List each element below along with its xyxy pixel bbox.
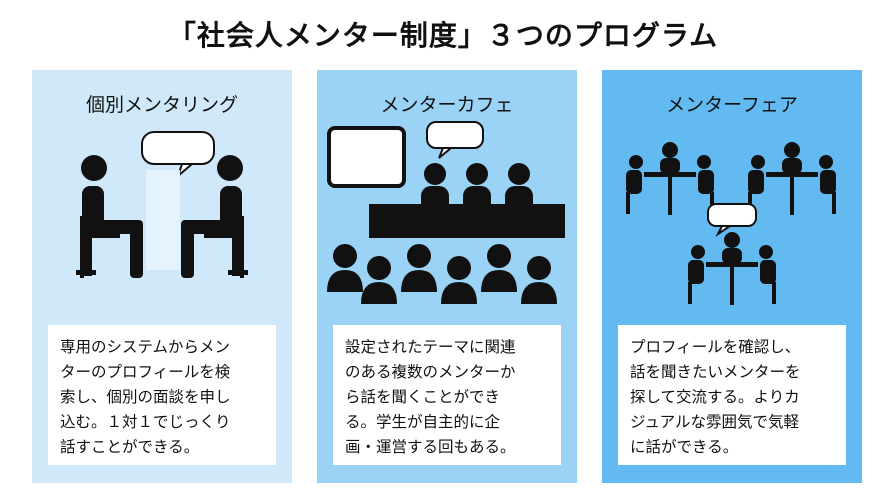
panel-heading: メンターフェア	[666, 94, 798, 116]
panel-heading: メンターカフェ	[380, 94, 514, 116]
table-group-center-icon	[688, 232, 776, 305]
one-on-one-meeting-illustration	[76, 131, 248, 278]
page-title: 「社会人メンター制度」３つのプログラム	[167, 19, 719, 52]
person-left-icon	[76, 155, 143, 278]
panel-description: 設定されたテーマに関連 のある複数のメンターか ら話を聞くことができ る。学生が…	[333, 325, 561, 465]
speech-bubble-icon	[707, 203, 757, 237]
panel-description: 専用のシステムからメン ターのプロフィールを検 索し、個別の面談を申し 込む。１…	[48, 325, 276, 465]
mentor-panel-icon	[369, 163, 565, 238]
mentor-fair-illustration	[626, 142, 836, 305]
person-right-icon	[181, 155, 248, 278]
mentor-cafe-illustration	[327, 121, 565, 304]
table-group-left-icon	[626, 142, 714, 215]
panel-mentor-fair: メンターフェア プロフィールを確認し、 話を聞きたいメンターを 探して交流する。…	[602, 70, 862, 483]
panel-individual-mentoring: 個別メンタリング 専用のシステムからメン タ	[32, 70, 292, 483]
panel-description: プロフィールを確認し、 話を聞きたいメンターを 探して交流する。よりカ ジュアル…	[618, 325, 846, 465]
panel-heading: 個別メンタリング	[85, 94, 238, 116]
screen-icon	[327, 126, 406, 188]
speech-bubble-icon	[141, 131, 215, 180]
table-group-right-icon	[748, 142, 836, 215]
audience-icon	[327, 244, 557, 304]
speech-bubble-icon	[426, 121, 484, 159]
panel-mentor-cafe: メンターカフェ 設定されたテーマに関連 のある複数のメンターか ら話を聞くことが…	[317, 70, 577, 483]
